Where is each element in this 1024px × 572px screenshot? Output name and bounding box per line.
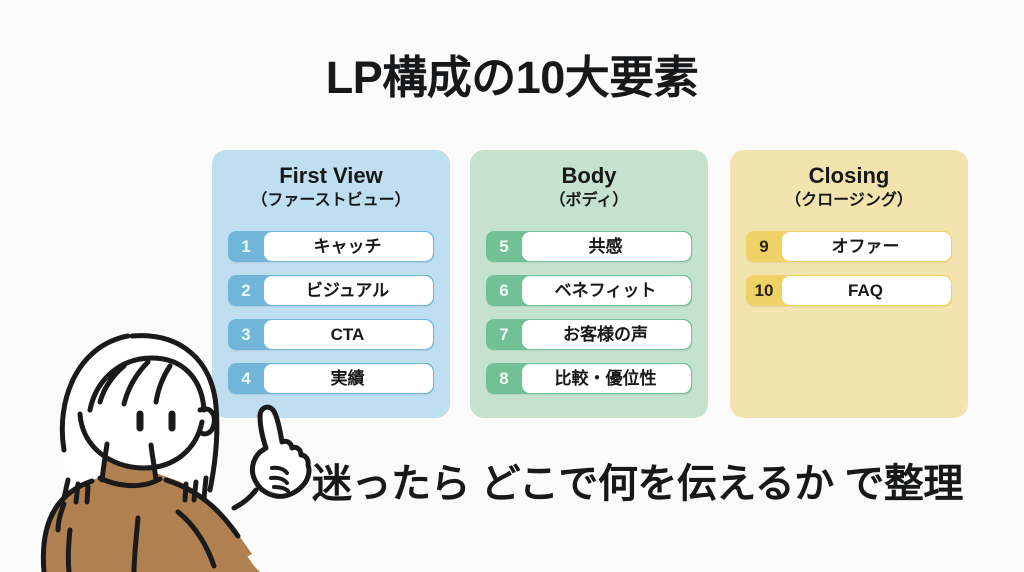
panel-subtitle-first-view: （ファーストビュー） [251,191,411,209]
panel-title-closing: Closing [808,163,890,188]
item-label: キャッチ [264,232,433,261]
item-list-closing: 9 オファー 10 FAQ [746,231,952,319]
panel-header-body: Body （ボディ） [470,163,708,210]
panel-header-closing: Closing （クロージング） [730,163,968,210]
item-label: CTA [264,320,433,349]
item-number: 5 [499,237,509,256]
list-item[interactable]: 8 比較・優位性 [486,363,692,394]
panel-closing: Closing （クロージング） 9 オファー 10 FAQ [730,150,968,418]
item-label: オファー [782,232,951,261]
list-item[interactable]: 3 CTA [228,319,434,350]
item-label: 実績 [264,364,433,393]
item-label: 比較・優位性 [522,364,691,393]
list-item[interactable]: 9 オファー [746,231,952,262]
item-number: 9 [759,237,769,256]
item-number: 3 [241,325,251,344]
item-label: FAQ [782,276,951,305]
item-label: 共感 [522,232,691,261]
panel-first-view: First View （ファーストビュー） 1 キャッチ 2 ビジュアル 3 C… [212,150,450,418]
panel-header-first-view: First View （ファーストビュー） [212,163,450,210]
item-number: 2 [241,281,251,300]
list-item[interactable]: 1 キャッチ [228,231,434,262]
page-title: LP構成の10大要素 [325,52,699,103]
item-number: 4 [241,369,251,388]
panel-body: Body （ボディ） 5 共感 6 ベネフィット 7 お客様の声 8 比較・優位… [470,150,708,418]
item-label: ベネフィット [522,276,691,305]
list-item[interactable]: 4 実績 [228,363,434,394]
item-label: お客様の声 [522,320,691,349]
caption-text: 迷ったら どこで何を伝えるか で整理 [312,462,963,506]
panel-subtitle-closing: （クロージング） [785,191,913,209]
panel-subtitle-body: （ボディ） [549,191,629,209]
panel-title-body: Body [561,163,617,188]
item-list-first-view: 1 キャッチ 2 ビジュアル 3 CTA 4 実績 [228,231,434,407]
list-item[interactable]: 5 共感 [486,231,692,262]
list-item[interactable]: 2 ビジュアル [228,275,434,306]
list-item[interactable]: 6 ベネフィット [486,275,692,306]
list-item[interactable]: 7 お客様の声 [486,319,692,350]
panel-title-first-view: First View [279,163,383,188]
item-label: ビジュアル [264,276,433,305]
item-number: 8 [499,369,509,388]
item-number: 7 [499,325,509,344]
item-number: 10 [754,281,774,300]
list-item[interactable]: 10 FAQ [746,275,952,306]
item-list-body: 5 共感 6 ベネフィット 7 お客様の声 8 比較・優位性 [486,231,692,407]
item-number: 6 [499,281,509,300]
woman-pointing-up-illustration [28,318,328,572]
item-number: 1 [241,237,251,256]
